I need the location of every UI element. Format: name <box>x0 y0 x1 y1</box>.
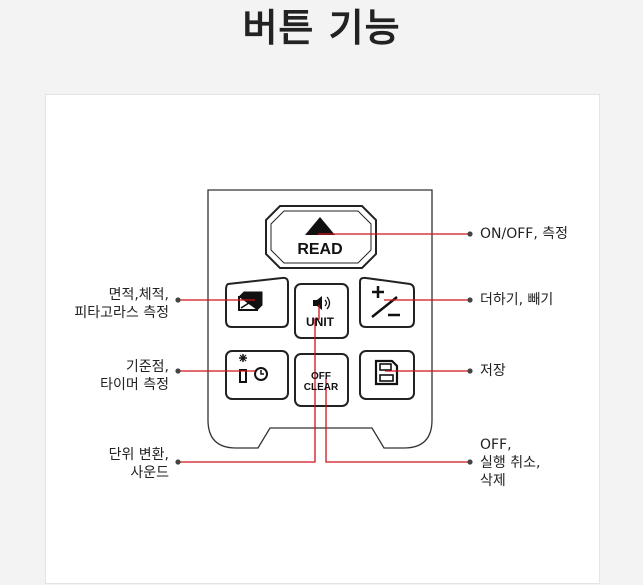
off-button-label-line2: CLEAR <box>304 382 339 393</box>
label-unit-line1: 단위 변환, <box>108 447 169 463</box>
off-clear-button[interactable] <box>294 353 349 407</box>
leader-dots <box>175 231 473 465</box>
label-area-line1: 면적,체적, <box>108 287 169 303</box>
reference-timer-button[interactable] <box>225 350 289 400</box>
label-read: ON/OFF, 측정 <box>480 225 568 243</box>
label-reference-line1: 기준점, <box>125 359 169 375</box>
label-off: OFF, 실행 취소, 삭제 <box>480 436 540 490</box>
label-off-line3: 삭제 <box>480 473 506 489</box>
plus-minus-button[interactable] <box>359 276 415 328</box>
label-reference-line2: 타이머 측정 <box>100 377 169 393</box>
label-plusminus-line1: 더하기, 빼기 <box>480 292 554 308</box>
read-button-label: READ <box>297 241 342 258</box>
label-save: 저장 <box>480 362 506 380</box>
label-area: 면적,체적, 피타고라스 측정 <box>74 286 169 322</box>
label-unit: 단위 변환, 사운드 <box>109 446 169 482</box>
label-off-line2: 실행 취소, <box>480 455 541 471</box>
label-off-line1: OFF, <box>480 437 512 453</box>
area-volume-button[interactable] <box>225 276 289 328</box>
floppy-disk-icon <box>374 359 399 386</box>
save-button[interactable] <box>359 350 415 400</box>
leader-lines <box>178 233 470 463</box>
unit-button[interactable] <box>294 283 349 339</box>
label-area-line2: 피타고라스 측정 <box>74 305 169 321</box>
label-reference: 기준점, 타이머 측정 <box>100 358 169 394</box>
leader-line-off <box>325 378 470 463</box>
label-unit-line2: 사운드 <box>130 465 169 481</box>
unit-button-label: UNIT <box>306 315 335 329</box>
read-button[interactable] <box>265 205 377 269</box>
page-title: 버튼 기능 <box>242 6 401 50</box>
off-button-label-line1: OFF <box>311 371 331 382</box>
reference-timer-icon <box>239 354 268 383</box>
speaker-icon <box>313 296 331 310</box>
triangle-up-icon <box>305 217 335 235</box>
label-save-line1: 저장 <box>480 363 506 379</box>
label-plusminus: 더하기, 빼기 <box>480 291 553 309</box>
label-read-line1: ON/OFF, 측정 <box>480 226 568 242</box>
leader-line-unit <box>178 305 320 463</box>
